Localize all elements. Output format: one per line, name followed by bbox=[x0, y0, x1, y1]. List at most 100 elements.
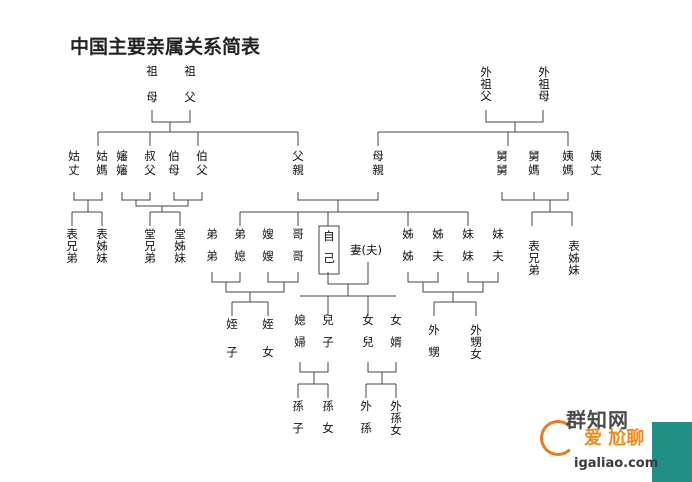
kin-node-mei-fu: 妹夫 bbox=[492, 227, 504, 263]
kin-node-sao-sao: 嫂嫂 bbox=[262, 227, 274, 263]
kin-node-char: 表 bbox=[528, 239, 540, 253]
kin-node-char: 兄 bbox=[528, 251, 540, 265]
kin-node-char: 孫 bbox=[360, 421, 372, 435]
kin-node-ge-ge: 哥哥 bbox=[292, 227, 304, 263]
kin-node-char: 舅 bbox=[496, 163, 508, 177]
kin-node-char: 女 bbox=[390, 423, 402, 437]
kin-node-char: 弟 bbox=[206, 227, 218, 241]
connector bbox=[297, 192, 379, 201]
kin-node-char: 姊 bbox=[96, 239, 108, 253]
kin-node-zhi-nv: 姪女 bbox=[262, 317, 274, 359]
kin-node-char: 媳 bbox=[294, 313, 306, 327]
kin-node-mu-qin: 母親 bbox=[372, 149, 384, 177]
kin-node-char: 姊 bbox=[402, 249, 414, 263]
connector bbox=[367, 362, 397, 373]
kin-node-char: 堂 bbox=[174, 227, 186, 241]
kin-node-shu-fu: 叔父 bbox=[144, 149, 156, 177]
kin-node-sun-nv: 孫女 bbox=[322, 399, 334, 435]
kin-node-char: 親 bbox=[292, 163, 304, 177]
kin-node-char: 外 bbox=[538, 65, 550, 79]
kin-node-char: 媽 bbox=[562, 163, 574, 177]
kin-node-biao-zi-mei-r: 表姊妹 bbox=[568, 239, 580, 277]
kin-node-char: 姪 bbox=[262, 317, 274, 331]
kin-node-char: 甥 bbox=[470, 335, 482, 349]
kin-node-char: 母 bbox=[168, 163, 180, 177]
kin-node-jiu-jiu: 舅舅 bbox=[496, 149, 508, 177]
kin-node-char: 弟 bbox=[144, 251, 156, 265]
kin-node-char: 姨 bbox=[562, 149, 574, 163]
kin-node-char: 女 bbox=[362, 313, 374, 327]
kin-node-char: 兒 bbox=[322, 313, 334, 327]
kin-node-char: 兄 bbox=[66, 239, 78, 253]
kin-node-yi-zhang: 姨丈 bbox=[590, 149, 602, 177]
connector bbox=[299, 362, 329, 373]
kin-node-di-xi: 弟媳 bbox=[234, 227, 246, 263]
kin-node-er-zi: 兒子 bbox=[322, 313, 334, 349]
kin-node-char: 舅 bbox=[528, 149, 540, 163]
kin-node-zi-fu: 姊夫 bbox=[432, 227, 444, 263]
kin-node-char: 媳 bbox=[234, 249, 246, 263]
kin-node-char: 姨 bbox=[590, 149, 602, 163]
kin-node-fu-qin: 父親 bbox=[292, 149, 304, 177]
kin-node-zhi-zi: 姪子 bbox=[226, 317, 238, 359]
watermark-text-3: igaliao.com bbox=[574, 456, 659, 471]
kin-node-char: 弟 bbox=[528, 263, 540, 277]
kin-node-char: 祖 bbox=[538, 77, 550, 91]
kin-node-char: 女 bbox=[262, 345, 274, 359]
kin-node-biao-zi-mei-l: 表姊妹 bbox=[96, 227, 108, 265]
kin-node-char: 姊 bbox=[432, 227, 444, 241]
kin-node-char: 嬸 bbox=[116, 163, 128, 177]
kin-node-char: 媽 bbox=[528, 163, 540, 177]
connector-lines bbox=[71, 110, 573, 398]
chart-title: 中国主要亲属关系简表 bbox=[70, 36, 261, 58]
kin-node-char: 子 bbox=[322, 335, 334, 349]
kin-node-char: 姑 bbox=[68, 149, 80, 163]
connector bbox=[267, 272, 299, 283]
kin-node-char: 父 bbox=[196, 163, 208, 177]
connector bbox=[135, 200, 189, 207]
kin-node-char: 子 bbox=[292, 421, 304, 435]
kin-node-yi-ma: 姨媽 bbox=[562, 149, 574, 177]
kin-node-char: 丈 bbox=[590, 163, 602, 177]
kin-node-wai-sun: 外孫 bbox=[360, 399, 372, 435]
kin-node-char: 婦 bbox=[294, 335, 306, 349]
kin-node-nv-er: 女兒 bbox=[362, 313, 374, 349]
watermark-badge-icon bbox=[652, 422, 692, 482]
kin-node-char: 夫 bbox=[492, 249, 504, 263]
kin-node-char: 表 bbox=[568, 239, 580, 253]
connector bbox=[467, 272, 499, 283]
kin-node-char: 姊 bbox=[568, 251, 580, 265]
kin-node-char: 兄 bbox=[144, 239, 156, 253]
kin-node-biao-xiong-di-r: 表兄弟 bbox=[528, 239, 540, 277]
kin-node-qi-fu: 妻(夫) bbox=[350, 243, 382, 257]
kin-node-wai-sheng-nv: 外甥女 bbox=[470, 323, 482, 361]
kin-node-mei-mei: 妹妹 bbox=[462, 227, 474, 263]
kin-node-nv-xu: 女婿 bbox=[390, 313, 402, 349]
connector bbox=[121, 192, 151, 201]
kin-node-char: 弟 bbox=[234, 227, 246, 241]
kin-node-char: 母 bbox=[372, 149, 384, 163]
kin-node-char: 妹 bbox=[462, 249, 474, 263]
connector bbox=[533, 192, 569, 201]
kin-node-char: 自 bbox=[323, 229, 335, 243]
connector bbox=[422, 282, 484, 293]
kin-node-char: 祖 bbox=[184, 64, 196, 78]
kin-node-char: 表 bbox=[66, 227, 78, 241]
kin-node-char: 父 bbox=[480, 89, 492, 103]
kin-node-zu-fu: 祖父 bbox=[184, 64, 196, 104]
kin-node-char: 姊 bbox=[174, 239, 186, 253]
kin-node-char: 弟 bbox=[206, 249, 218, 263]
connector bbox=[211, 272, 241, 283]
kin-node-char: 親 bbox=[372, 163, 384, 177]
kin-node-char: 哥 bbox=[292, 227, 304, 241]
kin-node-char: 姑 bbox=[96, 149, 108, 163]
kin-node-char: 外 bbox=[360, 399, 372, 413]
node-labels: 祖母祖父外祖父外祖母姑丈姑媽嬸嬸叔父伯母伯父父親母親舅舅舅媽姨媽姨丈表兄弟表姊妹… bbox=[66, 64, 602, 437]
kin-node-char: 媽 bbox=[96, 163, 108, 177]
kin-node-char: 孫 bbox=[390, 411, 402, 425]
watermark-text-2: 爱 尬聊 bbox=[584, 428, 645, 449]
kin-node-char: 父 bbox=[144, 163, 156, 177]
watermark-logo-icon bbox=[540, 420, 576, 456]
kin-node-char: 外 bbox=[428, 323, 440, 337]
kin-node-char: 丈 bbox=[68, 163, 80, 177]
